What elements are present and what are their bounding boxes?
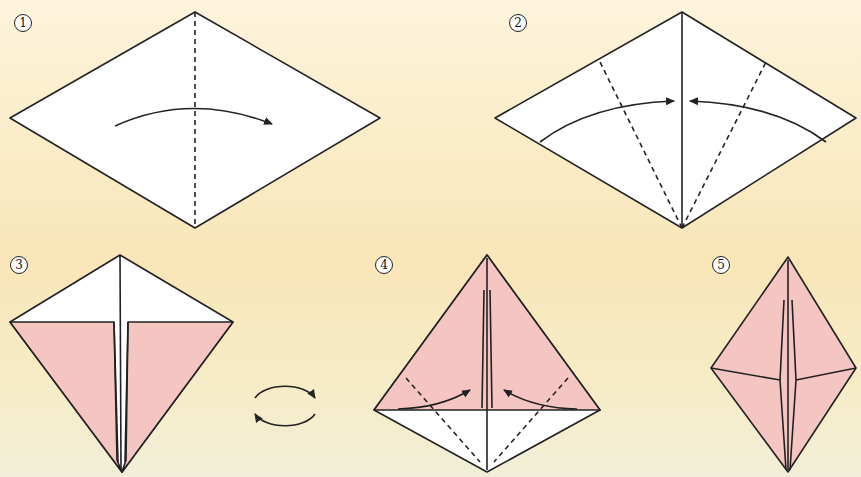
step-number: 5: [712, 256, 730, 274]
step-number: 3: [10, 256, 28, 274]
step-number: 4: [375, 256, 393, 274]
step-number: 2: [509, 14, 527, 32]
step-number: 1: [14, 14, 32, 32]
